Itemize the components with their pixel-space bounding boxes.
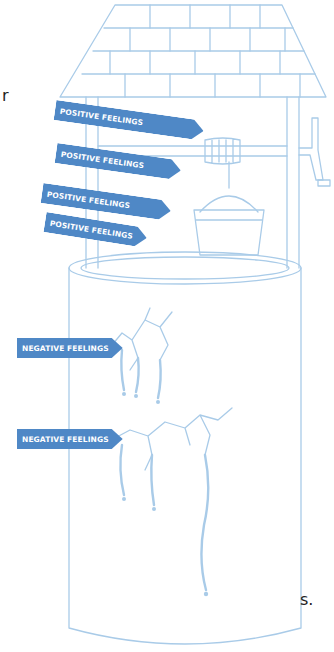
- feeling-arrow: NEGATIVE FEELINGS: [17, 338, 123, 358]
- well-wall: [69, 268, 301, 644]
- arrow-label: POSITIVE FEELINGS: [59, 106, 143, 127]
- feeling-arrow: NEGATIVE FEELINGS: [17, 429, 123, 449]
- feeling-arrow: POSITIVE FEELINGS: [43, 212, 148, 248]
- feeling-arrow: POSITIVE FEELINGS: [54, 100, 205, 141]
- drops: [122, 392, 208, 596]
- arrow-label: POSITIVE FEELINGS: [46, 189, 130, 210]
- cut-text-fragment: r: [2, 86, 9, 105]
- arrow-label: POSITIVE FEELINGS: [60, 149, 144, 170]
- cut-text-fragment: s.: [300, 590, 313, 609]
- bucket: [194, 210, 264, 255]
- crank-handle: [318, 180, 330, 186]
- roof: [60, 5, 326, 97]
- feeling-arrow: POSITIVE FEELINGS: [55, 143, 183, 180]
- arrow-label: NEGATIVE FEELINGS: [22, 344, 109, 353]
- lower-crack: [115, 408, 232, 470]
- roof-joints: [110, 5, 300, 97]
- well-opening: [81, 257, 289, 279]
- crank: [299, 118, 323, 180]
- rope: [228, 162, 229, 188]
- well-rim: [69, 252, 301, 284]
- arrow-label: POSITIVE FEELINGS: [49, 218, 133, 240]
- water-leaks: [120, 350, 208, 590]
- rope-coil: [205, 138, 240, 164]
- bucket-band: [196, 219, 262, 220]
- arrow-label: NEGATIVE FEELINGS: [22, 435, 109, 444]
